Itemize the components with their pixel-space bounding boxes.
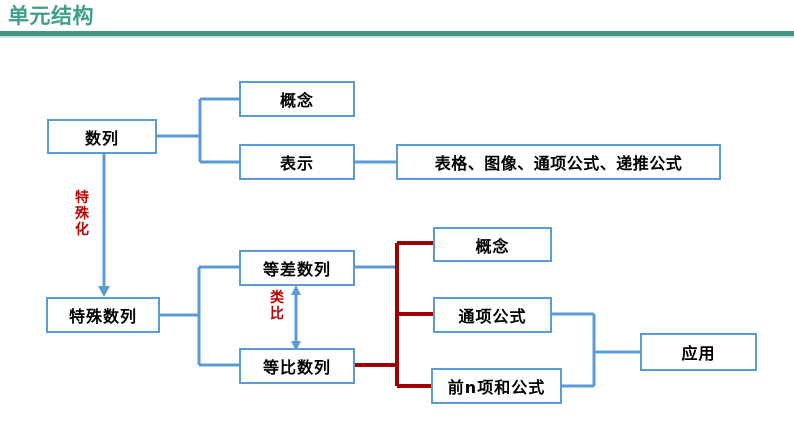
title-divider [0, 31, 794, 36]
title-divider-shadow [0, 36, 794, 38]
node-shulie[interactable]: 数列 [47, 119, 157, 154]
arrowhead-down-leibi [291, 341, 301, 351]
page-title: 单元结构 [8, 4, 94, 28]
annotation-teshuhua: 特殊化 [75, 190, 89, 238]
node-dengbi-shulie[interactable]: 等比数列 [239, 348, 355, 384]
node-teshu-shulie[interactable]: 特殊数列 [46, 297, 160, 333]
node-qiannxiang-he-gongshi[interactable]: 前n项和公式 [431, 368, 562, 404]
node-biaoshi[interactable]: 表示 [239, 144, 355, 180]
node-yingyong[interactable]: 应用 [640, 333, 757, 371]
node-gainian-top[interactable]: 概念 [239, 81, 355, 117]
arrowhead-up-leibi [291, 285, 301, 295]
annotation-leibi: 类比 [270, 290, 284, 322]
node-tongxiang-gongshi[interactable]: 通项公式 [433, 297, 552, 333]
arrowhead-down-teshu [98, 286, 110, 297]
node-biaoshi-detail[interactable]: 表格、图像、通项公式、递推公式 [396, 144, 721, 180]
node-gainian-right[interactable]: 概念 [433, 227, 552, 262]
node-dengcha-shulie[interactable]: 等差数列 [239, 250, 355, 286]
